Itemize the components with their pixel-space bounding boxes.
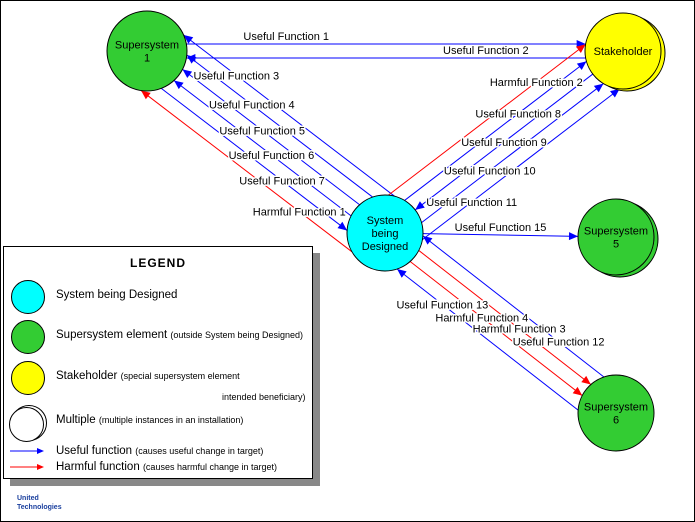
legend-note: (multiple instances in an installation) <box>98 415 244 425</box>
arrowhead-icon <box>182 69 193 79</box>
legend-note: intended beneficiary) <box>222 392 306 402</box>
function-label: Useful Function 2 <box>443 45 529 57</box>
node-ss5 <box>577 198 655 276</box>
node-label: System <box>367 215 404 227</box>
function-arrow-line <box>396 268 579 411</box>
legend-stakeholder-swatch <box>11 361 45 395</box>
legend-multiple-label: Multiple (multiple instances in an insta… <box>56 413 243 427</box>
arrowhead-icon <box>581 375 591 385</box>
arrowhead-icon <box>610 88 620 98</box>
legend-title: LEGEND <box>129 256 186 270</box>
function-arrow-line <box>422 235 605 378</box>
legend-text: Harmful function <box>56 461 140 473</box>
function-label: Useful Function 3 <box>194 70 280 82</box>
node-sys <box>346 194 424 272</box>
function-arrow-line <box>173 80 352 217</box>
function-arrow-line <box>404 60 587 201</box>
arrowhead-icon <box>415 201 425 210</box>
legend-text: Supersystem element <box>56 329 168 341</box>
function-label: Useful Function 7 <box>239 176 325 188</box>
node-label: Stakeholder <box>594 46 653 58</box>
arrowhead-icon <box>37 464 44 470</box>
function-label: Harmful Function 4 <box>435 312 528 324</box>
node-label: 1 <box>144 53 150 65</box>
node-label: Supersystem <box>584 402 648 414</box>
legend: LEGEND System being Designed Supersystem… <box>3 246 313 479</box>
legend-text: Stakeholder <box>56 370 118 382</box>
arrowhead-icon <box>183 34 194 44</box>
arrowhead-icon <box>186 54 197 64</box>
function-arrow-line <box>140 90 353 253</box>
arrowhead-icon <box>37 448 44 454</box>
arrowhead-icon <box>576 61 587 70</box>
function-label: Useful Function 13 <box>396 299 488 311</box>
logo-text: Technologies <box>17 504 62 511</box>
arrowhead-icon <box>422 235 433 245</box>
node-stake <box>584 12 662 90</box>
arrowhead-icon <box>572 386 583 396</box>
arrowhead-icon <box>568 232 579 241</box>
function-label: Useful Function 12 <box>513 337 605 349</box>
node-ss1 <box>106 10 188 92</box>
node-label: Supersystem <box>584 226 648 238</box>
function-label: Harmful Function 2 <box>490 77 583 89</box>
function-arrow-line <box>418 250 592 385</box>
arrowhead-icon <box>593 83 604 93</box>
node-label: 5 <box>613 239 619 251</box>
function-label: Useful Function 8 <box>475 108 561 120</box>
function-label: Harmful Function 1 <box>253 207 346 219</box>
function-arrow-line <box>421 83 604 224</box>
legend-text: System being Designed <box>56 289 178 301</box>
node-label: Designed <box>362 241 408 253</box>
legend-supersystem-swatch <box>11 320 45 354</box>
node-label: 6 <box>613 415 619 427</box>
function-label: Useful Function 15 <box>455 222 547 234</box>
legend-useful-label: Useful function (causes useful change in… <box>56 444 263 458</box>
function-arrow-line <box>186 54 373 198</box>
legend-multiple-swatch-front <box>9 407 44 442</box>
function-label: Useful Function 4 <box>209 100 295 112</box>
legend-stakeholder-label: Stakeholder (special supersystem element <box>56 369 240 383</box>
function-arrow-line <box>388 43 586 196</box>
arrowhead-icon <box>174 80 184 90</box>
legend-harmful-label: Harmful function (causes harmful change … <box>56 460 277 474</box>
arrowhead-icon <box>141 90 151 100</box>
legend-note: (causes harmful change in target) <box>142 462 278 472</box>
node-label: being <box>372 228 399 240</box>
legend-stakeholder-note2: intended beneficiary) <box>222 390 306 404</box>
united-technologies-logo: United Technologies <box>5 494 62 512</box>
logo-text: United <box>17 495 39 502</box>
legend-text: Useful function <box>56 445 133 457</box>
legend-system-swatch <box>11 280 45 314</box>
legend-text: Multiple <box>56 414 96 426</box>
arrowhead-icon <box>576 44 586 54</box>
function-label: Harmful Function 3 <box>473 324 566 336</box>
function-label: Useful Function 6 <box>229 150 315 162</box>
function-label: Useful Function 5 <box>219 125 305 137</box>
function-label: Useful Function 1 <box>243 31 329 43</box>
function-label: Useful Function 11 <box>426 197 517 209</box>
arrowhead-icon <box>397 269 407 278</box>
legend-arrows <box>10 448 44 470</box>
legend-note: (outside System being Designed) <box>170 330 303 340</box>
function-arrow-line <box>422 233 579 237</box>
function-arrow-line <box>183 34 395 197</box>
function-arrow-line <box>409 261 583 396</box>
function-arrow-line <box>422 88 620 241</box>
arrowhead-icon <box>337 221 348 231</box>
function-label: Useful Function 10 <box>444 166 536 178</box>
function-arrow-line <box>414 73 594 211</box>
legend-system-label: System being Designed <box>56 288 177 302</box>
node-label: Supersystem <box>115 40 179 52</box>
function-arrow-line <box>182 68 360 206</box>
node-ss6 <box>577 374 655 452</box>
legend-supersystem-label: Supersystem element (outside System bein… <box>56 328 303 342</box>
function-label: Useful Function 9 <box>461 137 547 149</box>
function-arrow-line <box>160 87 348 231</box>
legend-note: (causes useful change in target) <box>135 446 264 456</box>
legend-note: (special supersystem element <box>120 371 240 381</box>
